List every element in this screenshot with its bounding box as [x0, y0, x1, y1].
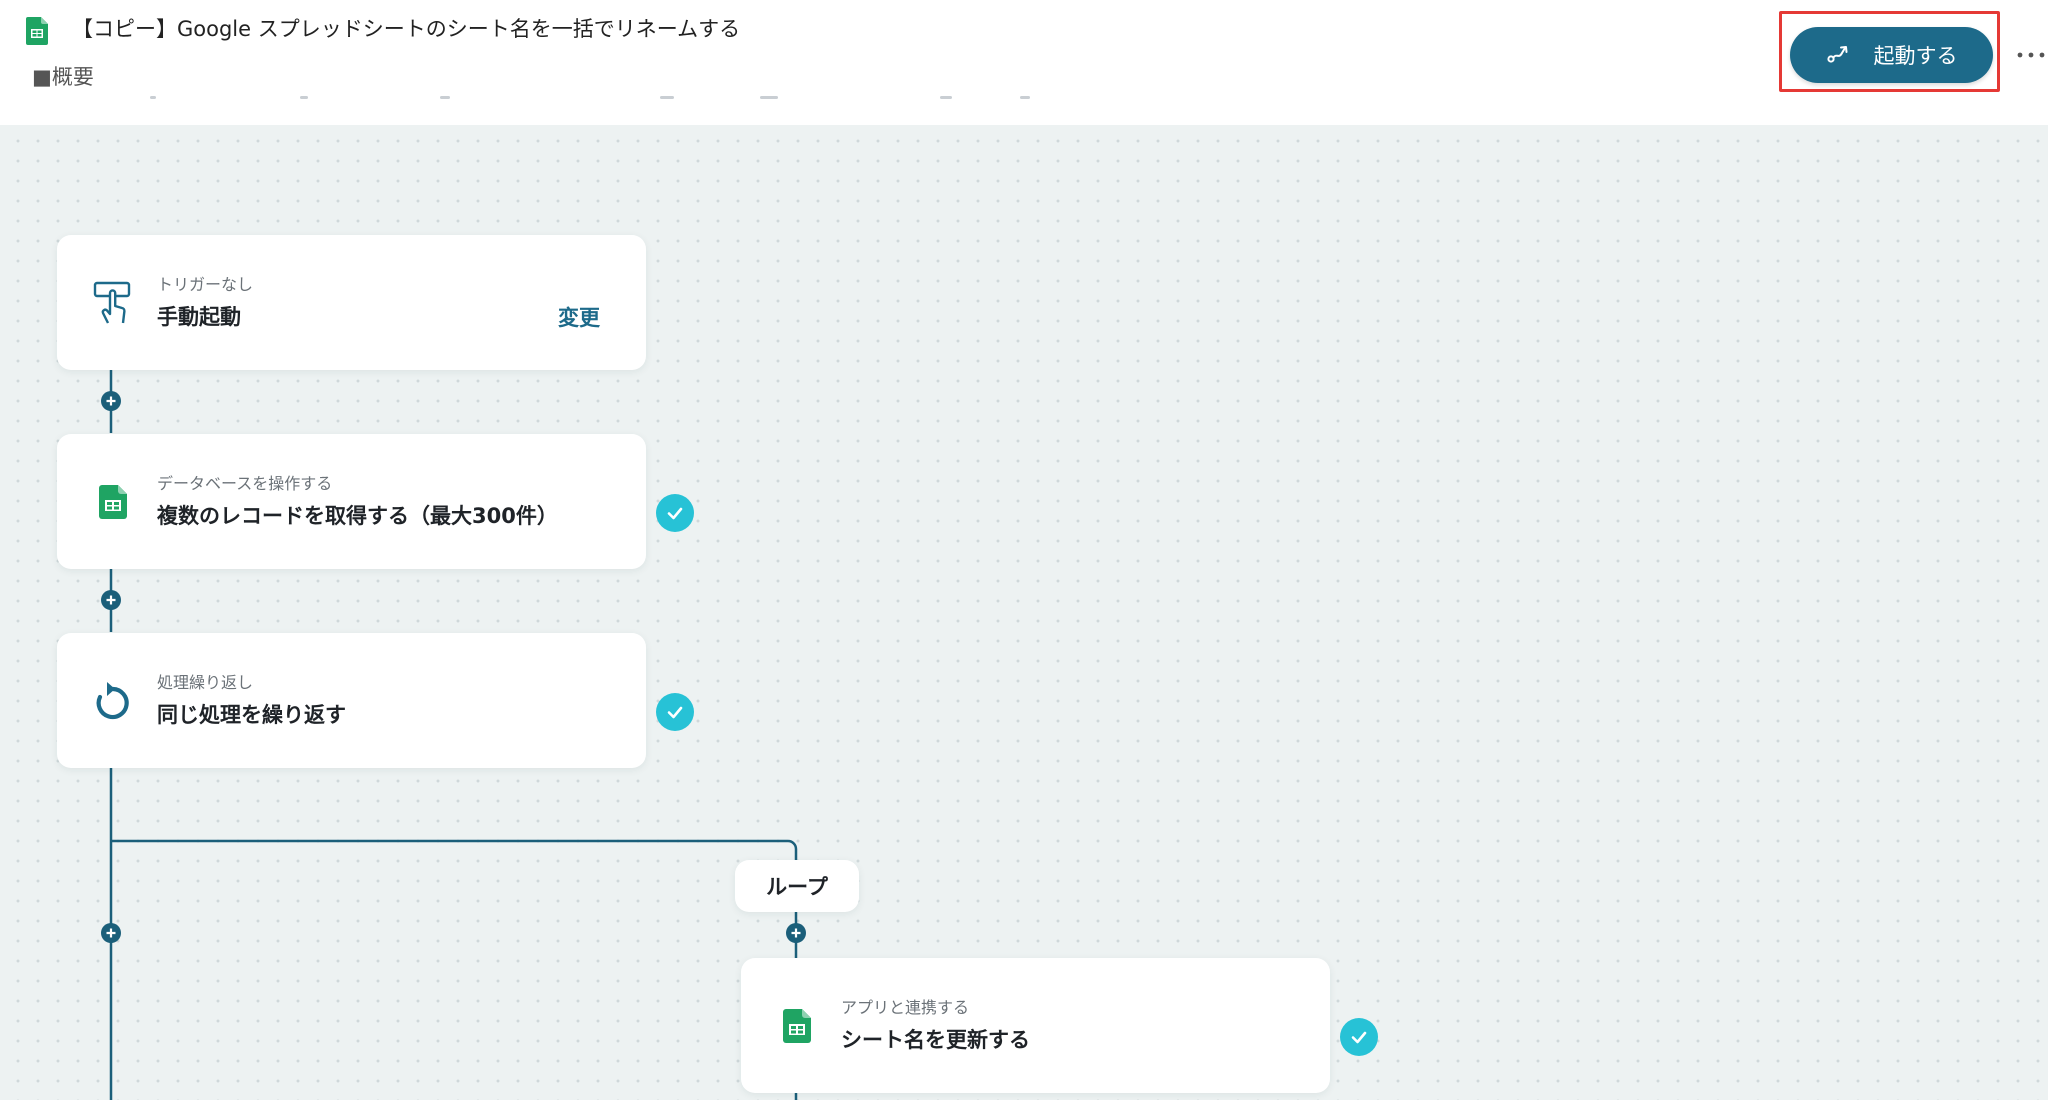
add-step-button[interactable]	[101, 391, 121, 411]
check-icon	[656, 494, 694, 532]
plus-icon	[106, 595, 116, 605]
check-icon	[656, 693, 694, 731]
more-options-button[interactable]	[2014, 40, 2048, 70]
more-horizontal-icon	[2017, 52, 2045, 58]
add-step-in-loop-button[interactable]	[786, 923, 806, 943]
step-card-get-records[interactable]: データベースを操作する 複数のレコードを取得する（最大300件）	[57, 434, 646, 569]
step-card-loop[interactable]: 処理繰り返し 同じ処理を繰り返す	[57, 633, 646, 768]
flow-canvas[interactable]: トリガーなし 手動起動 変更 データベースを操作する 複数のレコードを取得する（…	[0, 125, 2048, 1100]
plus-icon	[106, 928, 116, 938]
step-category: データベースを操作する	[157, 474, 333, 493]
add-step-button[interactable]	[101, 590, 121, 610]
plus-icon	[791, 928, 801, 938]
workflow-header: 【コピー】Google スプレッドシートのシート名を一括でリネームする ■概要 …	[0, 0, 2048, 125]
loop-label: ループ	[735, 860, 859, 912]
loop-arrow-icon	[91, 677, 135, 725]
step-title: 手動起動	[157, 305, 241, 329]
step-category: 処理繰り返し	[157, 673, 254, 692]
summary-label: ■概要	[32, 65, 94, 89]
check-icon	[1340, 1018, 1378, 1056]
launch-button[interactable]: 起動する	[1790, 27, 1993, 83]
step-category: トリガーなし	[157, 275, 254, 294]
step-card-trigger[interactable]: トリガーなし 手動起動 変更	[57, 235, 646, 370]
google-sheets-icon	[775, 1002, 819, 1050]
change-trigger-button[interactable]: 変更	[558, 306, 600, 330]
add-step-after-loop-button[interactable]	[101, 923, 121, 943]
highlight-annotation	[1779, 11, 2000, 92]
google-sheets-icon	[26, 17, 48, 45]
step-category: アプリと連携する	[841, 998, 970, 1017]
step-title: シート名を更新する	[841, 1028, 1030, 1052]
flow-icon	[1826, 40, 1852, 71]
description-text-clipped	[60, 92, 1040, 104]
step-card-update-sheet-name[interactable]: アプリと連携する シート名を更新する	[741, 958, 1330, 1093]
plus-icon	[106, 396, 116, 406]
step-title: 同じ処理を繰り返す	[157, 703, 346, 727]
manual-trigger-hand-icon	[91, 279, 135, 327]
workflow-title[interactable]: 【コピー】Google スプレッドシートのシート名を一括でリネームする	[72, 17, 741, 41]
step-title: 複数のレコードを取得する（最大300件）	[157, 504, 558, 528]
google-sheets-icon	[91, 478, 135, 526]
launch-button-label: 起動する	[1873, 44, 1958, 68]
